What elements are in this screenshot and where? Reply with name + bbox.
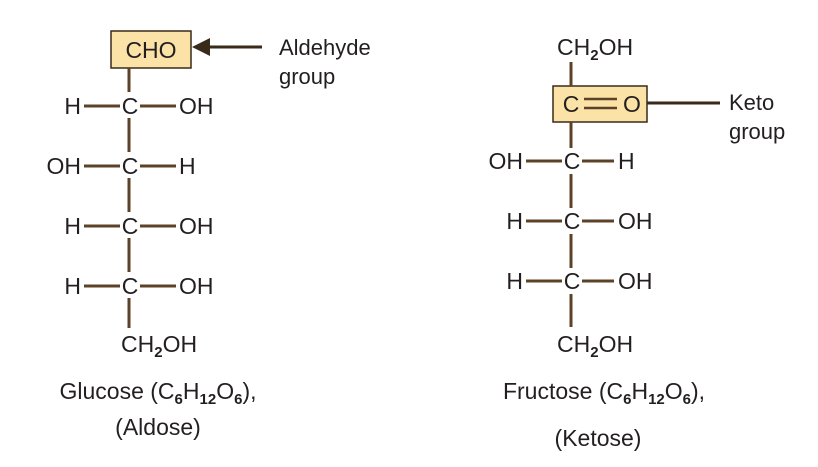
- glucose-row-4-left: H: [64, 273, 81, 299]
- glucose-row-2: OH C H: [47, 153, 196, 179]
- fructose-row-2-right: OH: [618, 208, 653, 234]
- aldehyde-label-line2: group: [279, 64, 335, 89]
- glucose-bottom-ch: CH: [121, 331, 154, 357]
- fructose-caption-sub1: 6: [623, 391, 631, 408]
- glucose-kind: (Aldose): [115, 414, 201, 440]
- fructose-bottom-sub: 2: [590, 344, 598, 361]
- glucose-caption-name: Glucose (C: [60, 378, 175, 404]
- aldehyde-arrow-head: [192, 38, 210, 56]
- fructose-caption-h: H: [631, 378, 648, 404]
- keto-label-line2: group: [729, 119, 785, 144]
- keto-highlight-box: [552, 85, 648, 123]
- keto-label-line1: Keto: [729, 90, 774, 115]
- glucose-bottom-group: CH2OH: [121, 331, 197, 361]
- fructose-top-ch: CH: [557, 34, 590, 60]
- glucose-row-4: H C OH: [64, 273, 213, 299]
- fructose-side-bonds: [526, 159, 614, 283]
- glucose-caption-sub1: 6: [175, 391, 183, 408]
- fructose-keto-carbon: C: [563, 91, 580, 117]
- glucose-caption-end: ),: [242, 378, 256, 404]
- glucose-row-4-carbon: C: [122, 273, 139, 299]
- glucose-row-1-carbon: C: [122, 93, 139, 119]
- aldehyde-label-line1: Aldehyde: [279, 35, 371, 60]
- fructose-row-3-right: OH: [618, 268, 653, 294]
- glucose-caption-sub3: 6: [234, 391, 242, 408]
- glucose-row-1-left: H: [64, 93, 81, 119]
- fructose-row-1-right: H: [618, 148, 635, 174]
- fructose-top-oh: OH: [599, 34, 634, 60]
- glucose-row-2-left: OH: [47, 153, 82, 179]
- glucose-caption-sub2: 12: [200, 391, 217, 408]
- glucose-row-3: H C OH: [64, 213, 213, 239]
- fructose-row-1: OH C H: [489, 148, 635, 174]
- glucose-side-bonds: [84, 104, 176, 288]
- fructose-bottom-ch: CH: [557, 331, 590, 357]
- fructose-structure: CH2OH C O Keto group OH C H: [489, 34, 786, 451]
- glucose-row-2-right: H: [179, 153, 196, 179]
- fructose-top-sub: 2: [590, 47, 598, 64]
- glucose-caption: Glucose (C6H12O6),: [60, 378, 257, 408]
- fructose-row-1-left: OH: [489, 148, 524, 174]
- glucose-row-3-carbon: C: [122, 213, 139, 239]
- glucose-row-4-right: OH: [179, 273, 214, 299]
- fructose-row-1-carbon: C: [564, 148, 581, 174]
- keto-double-bond: [584, 97, 617, 110]
- glucose-structure: CHO Aldehyde group H C OH OH C: [47, 30, 371, 440]
- glucose-row-3-left: H: [64, 213, 81, 239]
- fructose-keto-oxygen: O: [623, 91, 641, 117]
- fructose-caption-end: ),: [691, 378, 705, 404]
- glucose-row-3-right: OH: [179, 213, 214, 239]
- fructose-caption: Fructose (C6H12O6),: [503, 378, 705, 408]
- fructose-row-2-left: H: [506, 208, 523, 234]
- glucose-caption-o: O: [216, 378, 234, 404]
- glucose-bottom-sub: 2: [154, 344, 162, 361]
- fructose-row-3-carbon: C: [564, 268, 581, 294]
- fructose-row-3-left: H: [506, 268, 523, 294]
- glucose-row-1-right: OH: [179, 93, 214, 119]
- fructose-bottom-group: CH2OH: [557, 331, 633, 361]
- glucose-row-2-carbon: C: [122, 153, 139, 179]
- fructose-top-group: CH2OH: [557, 34, 633, 64]
- glucose-top-group: CHO: [125, 37, 176, 63]
- fructose-row-2-carbon: C: [564, 208, 581, 234]
- fructose-row-2: H C OH: [506, 208, 652, 234]
- fructose-caption-sub3: 6: [683, 391, 691, 408]
- fructose-caption-sub2: 12: [648, 391, 665, 408]
- fructose-caption-o: O: [665, 378, 683, 404]
- fructose-caption-name: Fructose (C: [503, 378, 623, 404]
- glucose-bottom-oh: OH: [163, 331, 198, 357]
- fructose-kind: (Ketose): [555, 425, 642, 451]
- aldehyde-highlight-box: [110, 30, 192, 69]
- glucose-row-1: H C OH: [64, 93, 213, 119]
- glucose-caption-h: H: [183, 378, 200, 404]
- fructose-bottom-oh: OH: [599, 331, 634, 357]
- fructose-row-3: H C OH: [506, 268, 652, 294]
